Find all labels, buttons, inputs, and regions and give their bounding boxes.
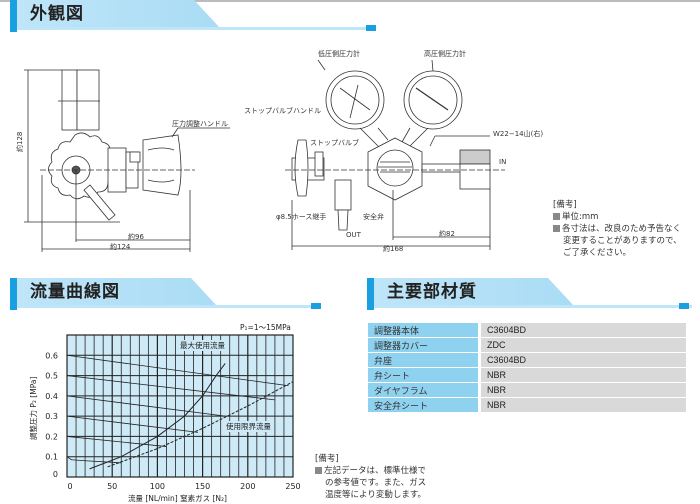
y-tick-label: 0.4 bbox=[45, 392, 58, 401]
y-tick-label: 0.2 bbox=[45, 432, 58, 441]
label-hose-fitting: φ8.5ホース継手 bbox=[276, 213, 327, 221]
header-band bbox=[17, 0, 220, 28]
x-tick-label: 50 bbox=[107, 482, 117, 491]
material-part: 安全弁シート bbox=[368, 398, 481, 412]
y-tick-label: 0 bbox=[53, 470, 58, 479]
series-line bbox=[66, 456, 122, 464]
label-out: OUT bbox=[346, 231, 361, 239]
dim-96: 約96 bbox=[128, 233, 144, 241]
notes-bottom: [備考] 左記データは、標準仕様で の参考値です。また、ガス 温度等により変動し… bbox=[315, 453, 426, 501]
y-tick-label: 0.1 bbox=[45, 453, 58, 462]
label-pressure-handle: 圧力調整ハンドル bbox=[172, 120, 228, 128]
label-safety-valve: 安全弁 bbox=[363, 213, 384, 221]
y-tick-label: 0.6 bbox=[45, 351, 58, 360]
section-header-appearance: 外観図 bbox=[10, 0, 378, 32]
annotation-max-flow: 最大使用流量 bbox=[180, 340, 225, 351]
notes-title: [備考] bbox=[553, 200, 577, 210]
material-value: NBR bbox=[481, 368, 686, 382]
chart-ylabel: 調整圧力 P₂ [MPa] bbox=[29, 376, 38, 440]
label-in: IN bbox=[499, 158, 507, 166]
section-header-flow-curve: 流量曲線図 bbox=[10, 278, 322, 310]
dim-height: 約128 bbox=[16, 131, 24, 152]
x-tick-label: 200 bbox=[240, 482, 255, 491]
header-accent bbox=[367, 278, 374, 310]
x-tick-label: 250 bbox=[285, 482, 300, 491]
label-stop-valve-handle: ストップバルブハンドル bbox=[244, 107, 321, 115]
label-thread: W22−14山(右) bbox=[493, 130, 544, 138]
series-line bbox=[66, 436, 167, 447]
material-part: 調整器本体 bbox=[368, 323, 481, 337]
header-line bbox=[374, 305, 692, 308]
note-line: の参考値です。また、ガス bbox=[325, 478, 427, 488]
label-stop-valve: ストップバルブ bbox=[310, 139, 359, 147]
dim-168: 約168 bbox=[383, 245, 404, 253]
notes-top: [備考] 単位:mm 各寸法は、改良のため予告なく 変更することがありますので、… bbox=[553, 199, 682, 259]
note-line: 各寸法は、改良のため予告なく bbox=[562, 224, 682, 234]
series-line bbox=[66, 354, 289, 387]
header-line bbox=[17, 27, 375, 30]
series-line bbox=[89, 363, 226, 470]
material-part: 調整器カバー bbox=[368, 338, 481, 352]
dim-82: 約82 bbox=[439, 230, 455, 238]
material-value: C3604BD bbox=[481, 353, 686, 367]
series-line bbox=[66, 375, 275, 401]
section-title: 流量曲線図 bbox=[30, 282, 120, 302]
side-view-drawing bbox=[24, 69, 230, 252]
material-part: ダイヤフラム bbox=[368, 383, 481, 397]
header-marker bbox=[366, 25, 376, 31]
section-header-materials: 主要部材質 bbox=[367, 278, 692, 310]
material-value: NBR bbox=[481, 398, 686, 412]
series-line bbox=[66, 415, 199, 433]
header-band bbox=[374, 278, 574, 306]
dim-124: 約124 bbox=[110, 243, 131, 251]
note-unit: 単位:mm bbox=[562, 212, 599, 222]
section-title: 外観図 bbox=[30, 4, 84, 24]
label-low-pressure-gauge: 低圧側圧力計 bbox=[318, 50, 360, 58]
chart-annotation-p1: P₁=1〜15MPa bbox=[240, 323, 291, 332]
material-part: 弁座 bbox=[368, 353, 481, 367]
flow-curve-chart: 0 50 100 150 200 250 0 0.1 0.2 0.3 0.4 0.5 0.6 bbox=[45, 334, 301, 491]
material-value: C3604BD bbox=[481, 323, 686, 337]
chart-xlabel: 流量 [NL/min] 窒素ガス [N₂] bbox=[128, 494, 227, 503]
x-tick-label: 0 bbox=[67, 482, 72, 491]
header-band bbox=[17, 278, 217, 306]
plot-area bbox=[66, 334, 294, 478]
series-line bbox=[66, 395, 226, 417]
header-line bbox=[17, 305, 319, 308]
section-title: 主要部材質 bbox=[387, 282, 477, 302]
material-value: NBR bbox=[481, 383, 686, 397]
label-high-pressure-gauge: 高圧側圧力計 bbox=[424, 50, 466, 58]
header-accent bbox=[10, 0, 17, 32]
header-marker bbox=[311, 303, 321, 309]
note-line: 左記データは、標準仕様で bbox=[324, 466, 427, 476]
header-accent bbox=[10, 278, 17, 310]
y-tick-label: 0.3 bbox=[45, 412, 58, 421]
material-value: ZDC bbox=[481, 338, 686, 352]
material-part: 弁シート bbox=[368, 368, 481, 382]
top-border bbox=[0, 0, 700, 2]
note-line: ご了承ください。 bbox=[563, 248, 632, 258]
y-tick-label: 0.5 bbox=[45, 372, 58, 381]
front-view-drawing bbox=[285, 59, 505, 250]
annotation-limit-flow: 使用限界流量 bbox=[226, 421, 271, 432]
header-marker bbox=[679, 303, 689, 309]
x-tick-label: 100 bbox=[150, 482, 165, 491]
notes-title: [備考] bbox=[315, 454, 339, 464]
x-tick-label: 150 bbox=[195, 482, 210, 491]
note-line: 変更することがありますので、 bbox=[563, 236, 682, 246]
note-line: 温度等により変動します。 bbox=[325, 490, 426, 500]
